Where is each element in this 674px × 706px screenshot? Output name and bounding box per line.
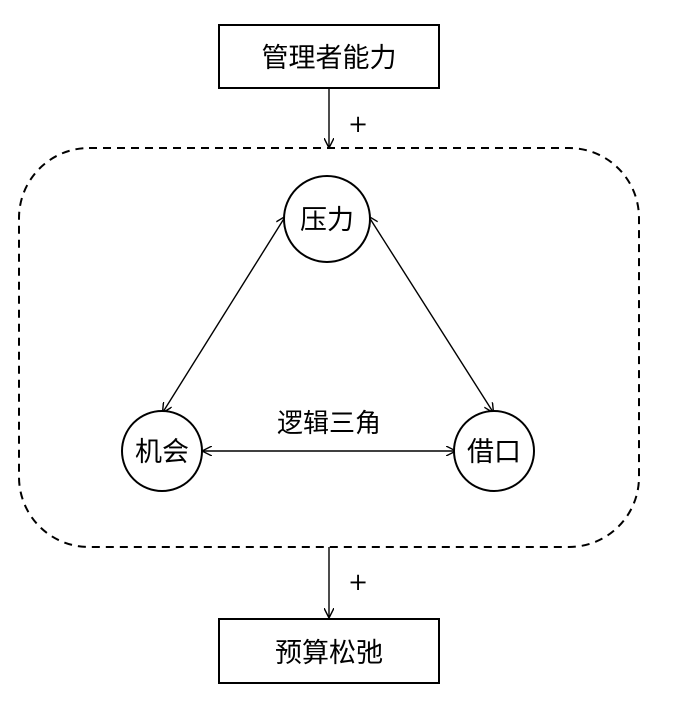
top-box-label: 管理者能力 [262, 43, 397, 74]
bottom-box [218, 618, 440, 684]
node-opportunity [121, 410, 203, 492]
node-opportunity-label: 机会 [135, 437, 189, 468]
node-pressure-label: 压力 [300, 205, 354, 236]
edge-pressure-opportunity [163, 217, 285, 412]
top-plus-sign: + [348, 110, 368, 138]
bottom-box-label: 预算松弛 [275, 638, 383, 669]
center-label: 逻辑三角 [277, 409, 381, 439]
edge-pressure-excuse [369, 217, 493, 412]
node-excuse-label: 借口 [467, 437, 521, 468]
dashed-container [18, 147, 640, 548]
top-box [218, 24, 440, 89]
node-pressure [283, 175, 371, 263]
bottom-plus-sign: + [348, 568, 368, 596]
node-excuse [453, 410, 535, 492]
